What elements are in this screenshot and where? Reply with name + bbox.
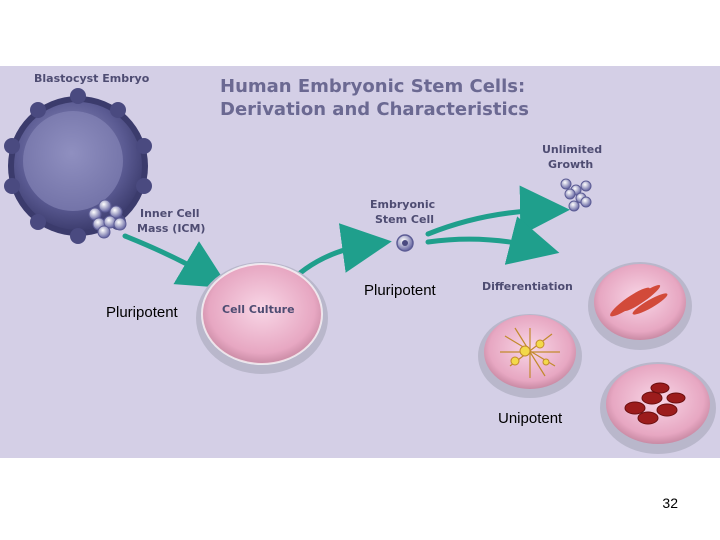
stem-cell-label-line1: Embryonic [370, 198, 436, 211]
pluripotent-center-label: Pluripotent [364, 282, 436, 299]
embryonic-stem-cell [396, 234, 414, 252]
neuron-dish [478, 314, 582, 398]
stem-cell-label-line2: Stem Cell [375, 213, 435, 226]
cell-culture-label: Cell Culture [222, 303, 295, 316]
page-number: 32 [662, 495, 678, 511]
inner-cell-mass [88, 199, 127, 239]
cell-culture-dish [196, 262, 328, 374]
blastocyst-label: Blastocyst Embryo [34, 72, 150, 85]
diagram-illustration [4, 88, 716, 454]
icm-label-line2: Mass (ICM) [137, 222, 206, 235]
diagram-title-line2: Derivation and Characteristics [220, 99, 530, 120]
unlimited-label-line1: Unlimited [542, 143, 603, 156]
blastocyst-embryo [4, 88, 152, 244]
icm-label-line1: Inner Cell [140, 207, 200, 220]
unlimited-growth-cluster [560, 178, 592, 212]
pluripotent-left-label: Pluripotent [106, 304, 178, 321]
differentiation-label: Differentiation [482, 280, 573, 293]
muscle-dish [588, 262, 692, 350]
diagram-panel: Blastocyst Embryo Human Embryonic Stem C… [0, 66, 720, 458]
unlimited-label-line2: Growth [548, 158, 594, 171]
blood-dish [600, 362, 716, 454]
diagram-title-line1: Human Embryonic Stem Cells: [220, 76, 526, 97]
unipotent-label: Unipotent [498, 410, 563, 427]
